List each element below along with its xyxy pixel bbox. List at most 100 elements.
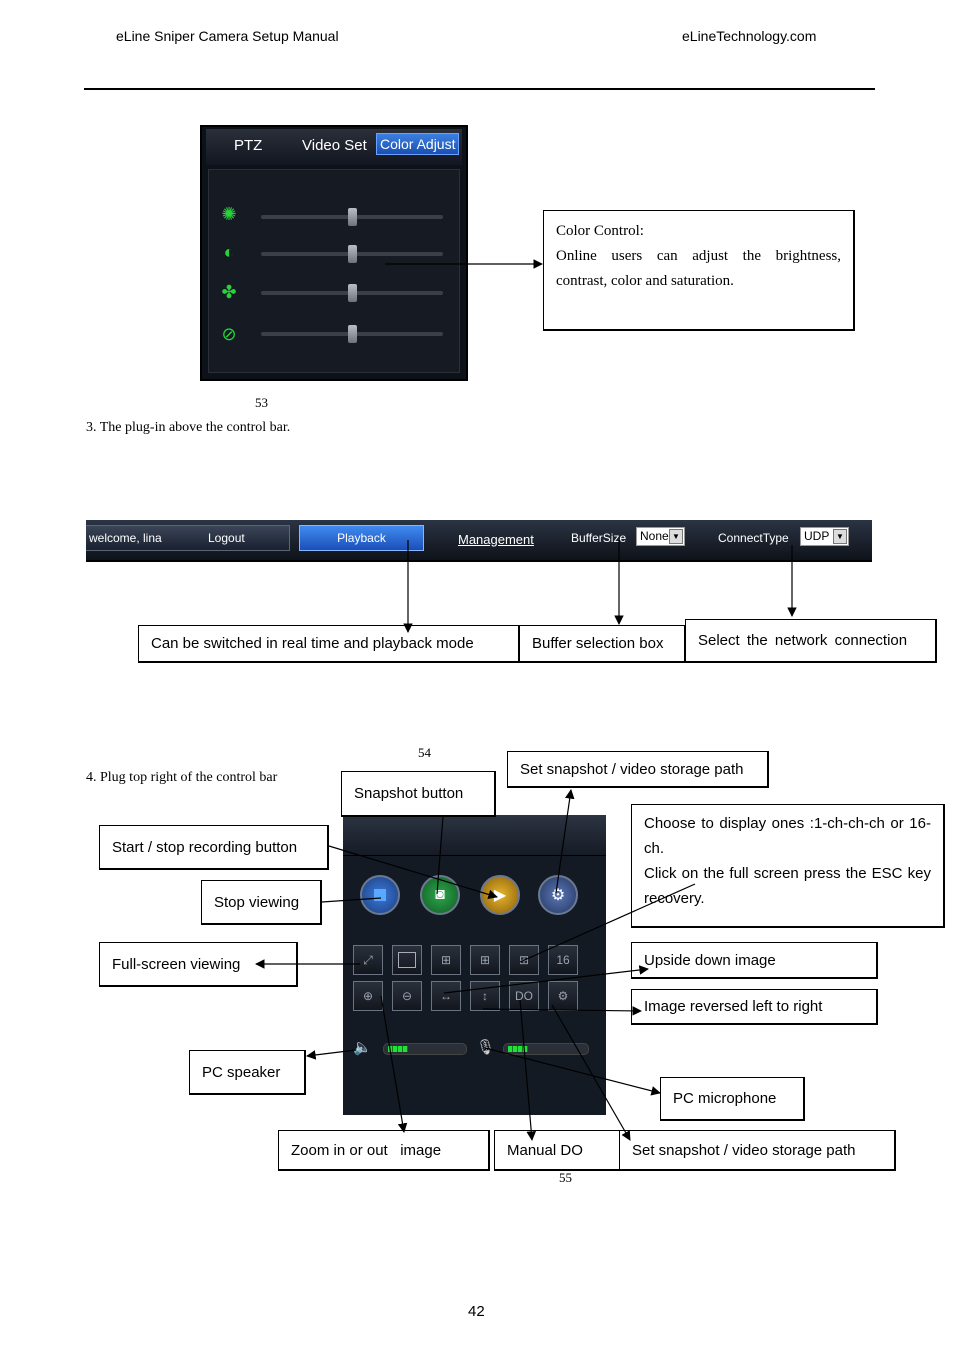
chevron-down-icon: ▼ xyxy=(833,529,847,544)
layout-16-button[interactable]: 16 xyxy=(548,945,578,975)
buffer-selection-callout: Buffer selection box xyxy=(519,625,686,663)
display-mode-text-1: Choose to display ones :1-ch-ch-ch or 16… xyxy=(644,815,931,857)
storage-path-button[interactable]: ⚙ xyxy=(538,875,578,915)
saturation-slider-thumb[interactable] xyxy=(347,325,357,343)
zoom-in-icon: ⊕ xyxy=(362,989,374,1003)
color-slider[interactable] xyxy=(261,284,443,302)
fullscreen-button[interactable]: ⤢ xyxy=(353,945,383,975)
manual-do-callout: Manual DO xyxy=(494,1130,621,1171)
manual-do-button[interactable]: DO xyxy=(509,981,539,1011)
flip-vertical-icon: ↕ xyxy=(482,989,488,1003)
brightness-icon: ✺ xyxy=(221,204,237,224)
record-button-callout: Start / stop recording button xyxy=(99,825,329,870)
color-adjust-panel: PTZ Video Set Color Adjust ✺ ◐ ✤ ⊘ xyxy=(200,125,468,381)
brightness-slider-thumb[interactable] xyxy=(347,208,357,226)
contrast-slider[interactable] xyxy=(261,245,443,263)
brightness-slider[interactable] xyxy=(261,208,443,226)
buffer-size-label: BufferSize xyxy=(571,531,627,545)
microphone-volume-slider[interactable] xyxy=(503,1043,589,1055)
display-mode-callout: Choose to display ones :1-ch-ch-ch or 16… xyxy=(631,804,945,928)
doc-title: eLine Sniper Camera Setup Manual xyxy=(116,28,339,44)
buffer-size-select[interactable]: None▼ xyxy=(636,527,685,546)
chevron-down-icon: ▼ xyxy=(669,529,683,544)
storage-path-bottom-callout: Set snapshot / video storage path xyxy=(619,1130,896,1171)
zoom-out-button[interactable]: ⊖ xyxy=(392,981,422,1011)
contrast-slider-thumb[interactable] xyxy=(347,245,357,263)
saturation-slider[interactable] xyxy=(261,325,443,343)
tab-ptz[interactable]: PTZ xyxy=(234,137,263,154)
speaker-volume-level xyxy=(388,1046,408,1052)
six-view-icon: ⊞ xyxy=(479,953,491,967)
color-control-callout: Color Control: Online users can adjust t… xyxy=(543,210,855,331)
mirror-button[interactable]: ↔ xyxy=(431,981,461,1011)
stop-viewing-button[interactable] xyxy=(360,875,400,915)
color-icon: ✤ xyxy=(221,282,237,302)
connect-type-label: ConnectType xyxy=(718,531,789,545)
gear-icon: ⚙ xyxy=(557,989,569,1003)
doc-website: eLineTechnology.com xyxy=(682,28,817,44)
step-3-text: 3. The plug-in above the control bar. xyxy=(86,420,291,435)
fullscreen-callout: Full-screen viewing xyxy=(99,942,298,987)
record-button[interactable]: ▶ xyxy=(480,875,520,915)
layout-16-label: 16 xyxy=(556,953,570,967)
layout-1-button[interactable] xyxy=(392,945,422,975)
color-panel-body: ✺ ◐ ✤ ⊘ xyxy=(208,169,460,373)
microphone-volume-level xyxy=(508,1046,528,1052)
stop-square-icon xyxy=(374,889,386,901)
zoom-callout: Zoom in or out image xyxy=(278,1130,490,1171)
logout-link[interactable]: Logout xyxy=(208,531,245,545)
layout-9-button[interactable]: ⊞ xyxy=(509,945,539,975)
user-area xyxy=(86,525,290,551)
single-view-icon xyxy=(398,952,416,968)
video-camera-icon: ▶ xyxy=(493,887,507,904)
storage-path-top-callout: Set snapshot / video storage path xyxy=(507,751,769,788)
nine-view-icon: ⊞ xyxy=(518,953,530,967)
microphone-icon[interactable]: 🎙 xyxy=(476,1039,496,1056)
playback-mode-callout: Can be switched in real time and playbac… xyxy=(138,625,520,663)
control-panel-header xyxy=(343,815,606,856)
speaker-icon[interactable]: 🔈 xyxy=(353,1039,372,1056)
pc-microphone-callout: PC microphone xyxy=(660,1077,805,1121)
color-control-title: Color Control: xyxy=(556,223,644,239)
contrast-icon: ◐ xyxy=(223,242,235,262)
camera-icon: ◙ xyxy=(435,886,445,903)
flip-horizontal-icon: ↔ xyxy=(440,989,452,1003)
stop-viewing-callout: Stop viewing xyxy=(201,880,322,925)
tab-color-adjust[interactable]: Color Adjust xyxy=(376,133,460,155)
upside-down-callout: Upside down image xyxy=(631,942,878,979)
do-label: DO xyxy=(515,989,533,1003)
zoom-out-icon: ⊖ xyxy=(401,989,413,1003)
control-bar: welcome, lina Logout Playback Management… xyxy=(86,520,872,562)
speaker-volume-slider[interactable] xyxy=(383,1043,467,1055)
gear-icon: ⚙ xyxy=(550,887,566,904)
settings-button[interactable]: ⚙ xyxy=(548,981,578,1011)
management-link[interactable]: Management xyxy=(458,532,534,547)
quad-view-icon: ⊞ xyxy=(440,953,452,967)
color-panel-tabs: PTZ Video Set Color Adjust xyxy=(206,129,462,165)
snapshot-button[interactable]: ◙ xyxy=(420,875,460,915)
page-number: 42 xyxy=(468,1303,485,1320)
saturation-icon: ⊘ xyxy=(221,324,237,344)
control-panel: ◙ ▶ ⚙ ⤢ ⊞ ⊞ ⊞ 16 ⊕ ⊖ ↔ ↕ DO ⚙ 🔈 🎙 xyxy=(343,815,606,1115)
buffer-size-value: None xyxy=(640,529,669,543)
network-connection-callout: Select the network connection xyxy=(685,619,937,663)
color-slider-thumb[interactable] xyxy=(347,284,357,302)
zoom-in-button[interactable]: ⊕ xyxy=(353,981,383,1011)
step-4-text: 4. Plug top right of the control bar xyxy=(86,770,278,785)
color-control-body: Online users can adjust the brightness, … xyxy=(556,248,841,289)
snapshot-button-callout: Snapshot button xyxy=(341,771,496,817)
pc-speaker-callout: PC speaker xyxy=(189,1050,306,1095)
display-mode-text-2: Click on the full screen press the ESC k… xyxy=(644,865,931,907)
figure-number-53: 53 xyxy=(255,395,268,410)
flip-button[interactable]: ↕ xyxy=(470,981,500,1011)
layout-6-button[interactable]: ⊞ xyxy=(470,945,500,975)
tab-video-set[interactable]: Video Set xyxy=(302,137,367,154)
welcome-text: welcome, lina xyxy=(89,531,162,545)
figure-number-55: 55 xyxy=(559,1170,572,1185)
figure-number-54: 54 xyxy=(418,745,431,760)
layout-4-button[interactable]: ⊞ xyxy=(431,945,461,975)
fullscreen-icon: ⤢ xyxy=(363,952,373,967)
playback-button[interactable]: Playback xyxy=(299,525,424,551)
connect-type-value: UDP xyxy=(804,529,830,543)
connect-type-select[interactable]: UDP▼ xyxy=(800,527,849,546)
